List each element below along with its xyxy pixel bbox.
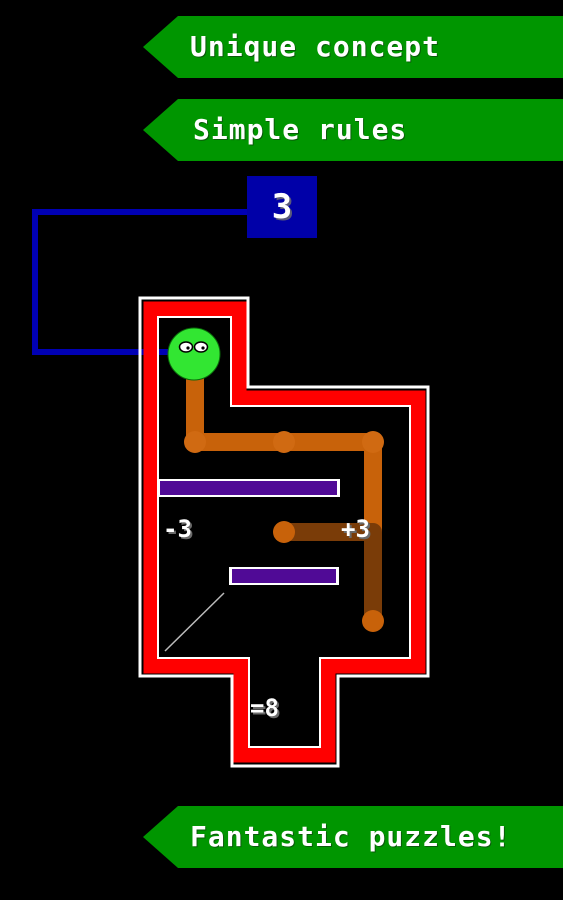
solution-path-faded — [275, 523, 382, 630]
banner-text-simple-rules: Simple rules — [193, 113, 408, 146]
path-node — [273, 431, 295, 453]
move-counter-value: 3 — [271, 187, 293, 227]
path-node — [273, 521, 295, 543]
maze-outline-inner — [157, 316, 411, 748]
banner-simple-rules: Simple rules — [0, 99, 563, 161]
banner-text-unique-concept: Unique concept — [190, 30, 441, 63]
path-node — [362, 431, 384, 453]
banner-arrow-shape — [143, 99, 563, 161]
counter-wire — [32, 209, 247, 355]
player-ball-icon[interactable] — [167, 327, 221, 381]
path-node — [184, 431, 206, 453]
maze-wall — [143, 301, 426, 763]
banner-unique-concept: Unique concept — [0, 16, 563, 78]
target-label: =8 — [250, 694, 279, 722]
banner-arrow-shape — [143, 16, 563, 78]
barrier-upper-fill — [160, 481, 337, 495]
barrier-lower-fill — [232, 569, 336, 583]
banner-text-fantastic-puzzles: Fantastic puzzles! — [190, 820, 512, 853]
path-node — [362, 610, 384, 632]
maze-outline-outer — [138, 296, 430, 768]
banner-arrow-shape — [143, 806, 563, 868]
banner-fantastic-puzzles: Fantastic puzzles! — [0, 806, 563, 868]
plus-label: +3 — [341, 515, 370, 543]
move-counter: 3 — [247, 176, 317, 238]
hint-line — [164, 592, 225, 652]
minus-label: -3 — [163, 515, 192, 543]
